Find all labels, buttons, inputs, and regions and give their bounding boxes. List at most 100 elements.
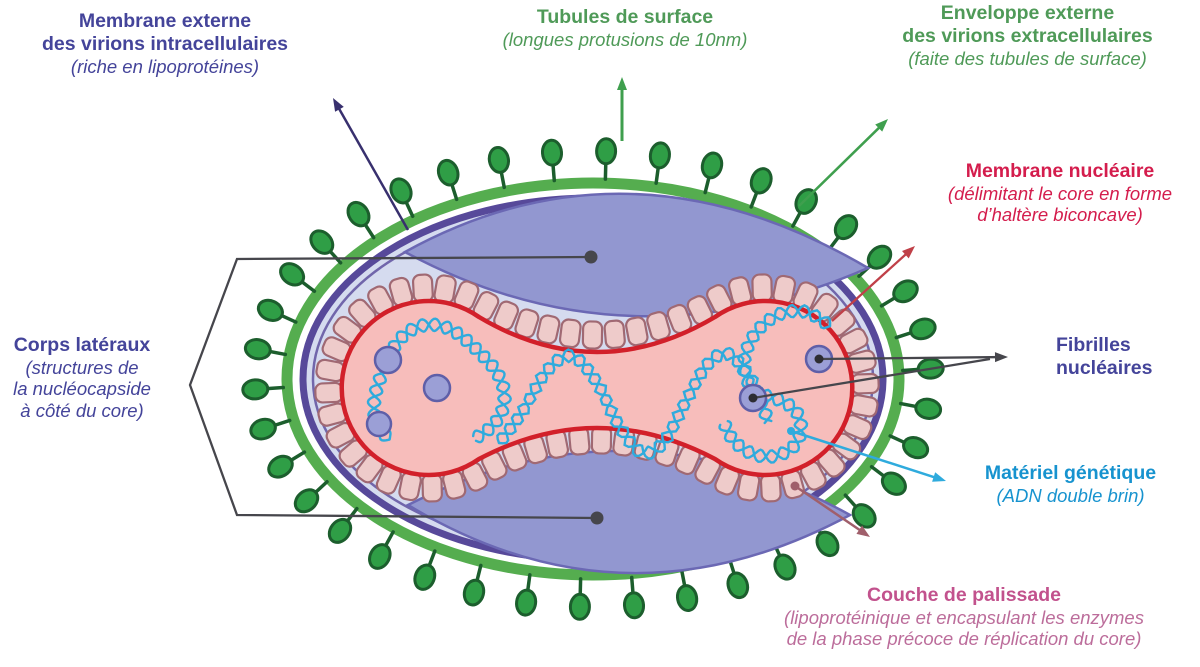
label-nuclear-membrane: Membrane nucléaire (délimitant le core e… (915, 160, 1200, 226)
tubule-head (700, 151, 724, 180)
palisade-brick (850, 372, 880, 395)
tubule-head (267, 454, 294, 479)
tubule-head (243, 338, 272, 361)
tubule-head (595, 137, 618, 166)
tubule-head (249, 417, 277, 441)
connector-dot (790, 481, 800, 491)
label-nuclear-fibrils-line-1: Fibrilles (1056, 334, 1131, 356)
tubule-head (892, 279, 919, 304)
palisade-layer-group (314, 273, 880, 503)
tubule-head (389, 177, 413, 205)
tubule-head (880, 471, 907, 496)
label-palisade-layer-note-2: de la phase précoce de réplication du co… (786, 628, 1142, 650)
arrowhead (617, 77, 627, 90)
label-nuclear-fibrils: Fibrilles nucléaires (1056, 334, 1200, 380)
label-palisade-layer: Couche de palissade (lipoprotéinique et … (728, 584, 1200, 650)
tubule-head (436, 158, 460, 187)
connector-nuclear-fibrils (752, 357, 991, 400)
label-genetic-material: Matériel génétique (ADN double brin) (948, 462, 1193, 506)
label-outer-envelope-note: (faite des tubules de surface) (908, 47, 1147, 69)
label-genetic-material-note: (ADN double brin) (996, 484, 1145, 506)
arrowhead (932, 472, 946, 482)
tubule-head (866, 244, 893, 270)
tubule-head (726, 571, 750, 600)
arrowhead (902, 246, 915, 259)
nuclear-fibril (422, 373, 452, 403)
tubule-head (914, 397, 943, 420)
label-outer-membrane: Membrane externe des virions intracellul… (10, 10, 320, 77)
label-nuclear-membrane-note-1: (délimitant le core en forme (947, 182, 1173, 204)
tubule-head (815, 530, 840, 558)
tubule-head (462, 578, 486, 607)
tubule-head (515, 588, 538, 617)
tubule-head (293, 488, 320, 514)
tubule-head (368, 543, 392, 570)
connector-dot (814, 354, 824, 364)
arrowhead (875, 119, 888, 132)
arrowhead (333, 98, 344, 112)
label-outer-envelope: Enveloppe externe des virions extracellu… (855, 2, 1200, 69)
connector-genetic-material (790, 429, 941, 481)
label-palisade-layer-note-1: (lipoprotéinique et encapsulant les enzy… (784, 606, 1144, 628)
palisade-brick (603, 319, 626, 350)
palisade-brick (558, 318, 582, 349)
connector-outer-membrane (334, 102, 410, 231)
label-outer-envelope-title-1: Enveloppe externe (940, 2, 1115, 24)
tubule-head (413, 563, 437, 591)
tubule-head (902, 436, 930, 460)
connector-nuclear-fibrils (818, 355, 1003, 361)
label-outer-membrane-title-2: des virions intracellulaires (41, 32, 289, 55)
connector-nuclear-membrane (831, 249, 912, 322)
label-nuclear-fibrils-line-2: nucléaires (1056, 356, 1153, 379)
palisade-brick (581, 320, 604, 350)
tubule-head (346, 200, 371, 228)
tubule-head (749, 167, 773, 195)
tubule-head (851, 503, 877, 529)
tubule-head (487, 145, 511, 174)
connector-outer-envelope (798, 122, 885, 207)
label-palisade-layer-title: Couche de palissade (867, 584, 1061, 606)
label-genetic-material-title: Matériel génétique (984, 462, 1157, 484)
palisade-brick (751, 273, 773, 303)
connector-dot (787, 427, 795, 435)
palisade-brick (536, 314, 561, 345)
connector-dot (590, 511, 604, 525)
palisade-brick (625, 316, 649, 347)
connector-dot (584, 250, 598, 264)
label-nuclear-membrane-note-2: d’haltère biconcave) (977, 204, 1143, 226)
connector-lateral-bodies-bracket (188, 255, 598, 520)
connector-dot (748, 393, 758, 403)
tubule-head (675, 584, 699, 613)
tubule-head (568, 592, 591, 621)
connector-palisade-layer (794, 484, 866, 535)
palisade-brick (411, 273, 434, 303)
arrowhead (994, 352, 1008, 363)
palisade-brick (759, 473, 782, 503)
label-outer-envelope-title-2: des virions extracellulaires (902, 24, 1153, 47)
tubule-head (327, 517, 353, 544)
dna-strand (723, 304, 832, 464)
label-lateral-bodies: Corps latéraux (structures de la nucléoc… (0, 334, 164, 422)
palisade-brick (421, 473, 443, 503)
label-nuclear-membrane-title: Membrane nucléaire (965, 160, 1155, 182)
tubule-head (773, 553, 797, 581)
annotation-connectors-group (188, 77, 1008, 537)
label-surface-tubules-note: (longues protusions de 10nm) (502, 28, 748, 50)
label-lateral-bodies-note-3: à côté du core) (20, 400, 144, 422)
tubule-head (622, 591, 646, 620)
tubule-head (256, 298, 284, 322)
palisade-brick (314, 381, 344, 404)
label-surface-tubules-title: Tubules de surface (536, 6, 714, 28)
label-lateral-bodies-note-1: (structures de (25, 356, 139, 378)
label-surface-tubules: Tubules de surface (longues protusions d… (455, 6, 795, 50)
label-lateral-bodies-title: Corps latéraux (13, 334, 151, 356)
label-outer-membrane-note: (riche en lipoprotéines) (70, 55, 260, 77)
arrowhead (856, 525, 870, 537)
tubule-head (279, 262, 306, 287)
dna-strand (367, 317, 511, 442)
tubule-head (648, 141, 671, 170)
tubule-head (909, 317, 937, 341)
label-lateral-bodies-note-2: la nucléocapside (13, 378, 151, 400)
